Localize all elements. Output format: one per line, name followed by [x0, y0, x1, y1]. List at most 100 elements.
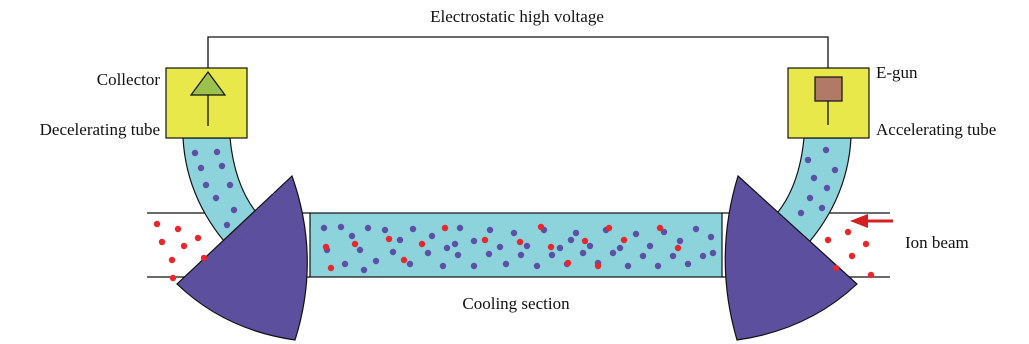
ion-particle [862, 240, 870, 248]
left-arrow-icon [850, 214, 893, 228]
electron-particle [804, 156, 812, 164]
electron-particle [341, 260, 349, 268]
electron-particle [797, 209, 805, 217]
electron-particle [692, 225, 700, 233]
electron-particle [226, 181, 234, 189]
electron-particle [197, 164, 205, 172]
electron-particle [486, 226, 494, 234]
ion-particle [441, 224, 449, 232]
electron-particle [579, 249, 587, 257]
collector-label: Collector [97, 70, 161, 89]
ion-particle [322, 243, 330, 251]
electron-particle [202, 181, 210, 189]
electron-particle [646, 242, 654, 250]
ion-particle [418, 240, 426, 248]
electron-particle [223, 221, 231, 229]
electron-particle [609, 249, 617, 257]
electron-particle [230, 206, 238, 214]
electron-particle [586, 242, 594, 250]
ion-particle [327, 264, 335, 272]
electron-particle [191, 149, 199, 157]
electron-particle [639, 252, 647, 260]
electron-particle [517, 251, 525, 259]
ion-particle [400, 256, 408, 264]
ion-particle [620, 236, 628, 244]
electron-particle [810, 174, 818, 182]
electron-particle [337, 223, 345, 231]
ion-particle [547, 243, 555, 251]
electron-particle [676, 237, 684, 245]
electron-particle [510, 229, 518, 237]
electron-particle [523, 242, 531, 250]
electron-particle [556, 244, 564, 252]
ion-particle [169, 274, 177, 282]
high-voltage-wire [207, 36, 829, 68]
ion-particle [168, 256, 176, 264]
ion-particle [867, 271, 875, 279]
ion-particle [824, 236, 832, 244]
ion-particle [594, 262, 602, 270]
electron-particle [502, 260, 510, 268]
electron-particle [451, 240, 459, 248]
electron-particle [320, 224, 328, 232]
electron-particle [409, 225, 417, 233]
voltage-label: Electrostatic high voltage [430, 7, 604, 26]
electron-particle [707, 233, 715, 241]
ion-particle [564, 259, 572, 267]
ion-particle [844, 228, 852, 236]
ion-particle [351, 240, 359, 248]
ion-particle [848, 252, 856, 260]
e-gun-label: E-gun [876, 63, 918, 82]
electron-particle [439, 262, 447, 270]
electron-particle [213, 148, 221, 156]
accelerating-tube-label: Accelerating tube [876, 120, 996, 139]
electron-particle [548, 251, 556, 259]
electron-particle [831, 166, 839, 174]
ion-particle [174, 225, 182, 233]
ion-particle [180, 242, 188, 250]
cooling-section-label: Cooling section [462, 294, 570, 313]
electron-particle [567, 236, 575, 244]
electron-particle [496, 243, 504, 251]
ion-particle [481, 236, 489, 244]
ion-particle [832, 264, 840, 272]
ion-particle [158, 238, 166, 246]
ion-particle [200, 254, 208, 262]
electron-particle [218, 162, 226, 170]
electron-particle [389, 248, 397, 256]
electron-particle [654, 262, 662, 270]
electron-particle [406, 260, 414, 268]
electron-particle [572, 229, 580, 237]
ion-beam-label: Ion beam [905, 233, 969, 252]
electron-particle [818, 204, 826, 212]
ion-particle [194, 234, 202, 242]
electron-particle [456, 224, 464, 232]
electron-particle [381, 226, 389, 234]
electron-particle [684, 260, 692, 268]
ion-particle [516, 238, 524, 246]
electron-particle [470, 237, 478, 245]
ion-particle [674, 244, 682, 252]
electron-particle [396, 236, 404, 244]
electron-particle [709, 249, 717, 257]
ion-particle [153, 220, 161, 228]
electron-particle [624, 262, 632, 270]
square-cathode-icon [814, 76, 843, 102]
electron-particle [242, 234, 250, 242]
ion-particle [581, 237, 589, 245]
electron-particle [806, 194, 814, 202]
electron-particle [632, 230, 640, 238]
electron-particle [360, 266, 368, 274]
electron-particle [485, 250, 493, 258]
electron-particle [212, 194, 220, 202]
electron-particle [364, 224, 372, 232]
electron-particle [616, 244, 624, 252]
electron-particle [356, 246, 364, 254]
electron-particle [454, 251, 462, 259]
electron-particle [699, 252, 707, 260]
left-bend-magnet [176, 174, 308, 341]
electron-particle [470, 262, 478, 270]
electron-particle [424, 249, 432, 257]
electron-particle [823, 184, 831, 192]
